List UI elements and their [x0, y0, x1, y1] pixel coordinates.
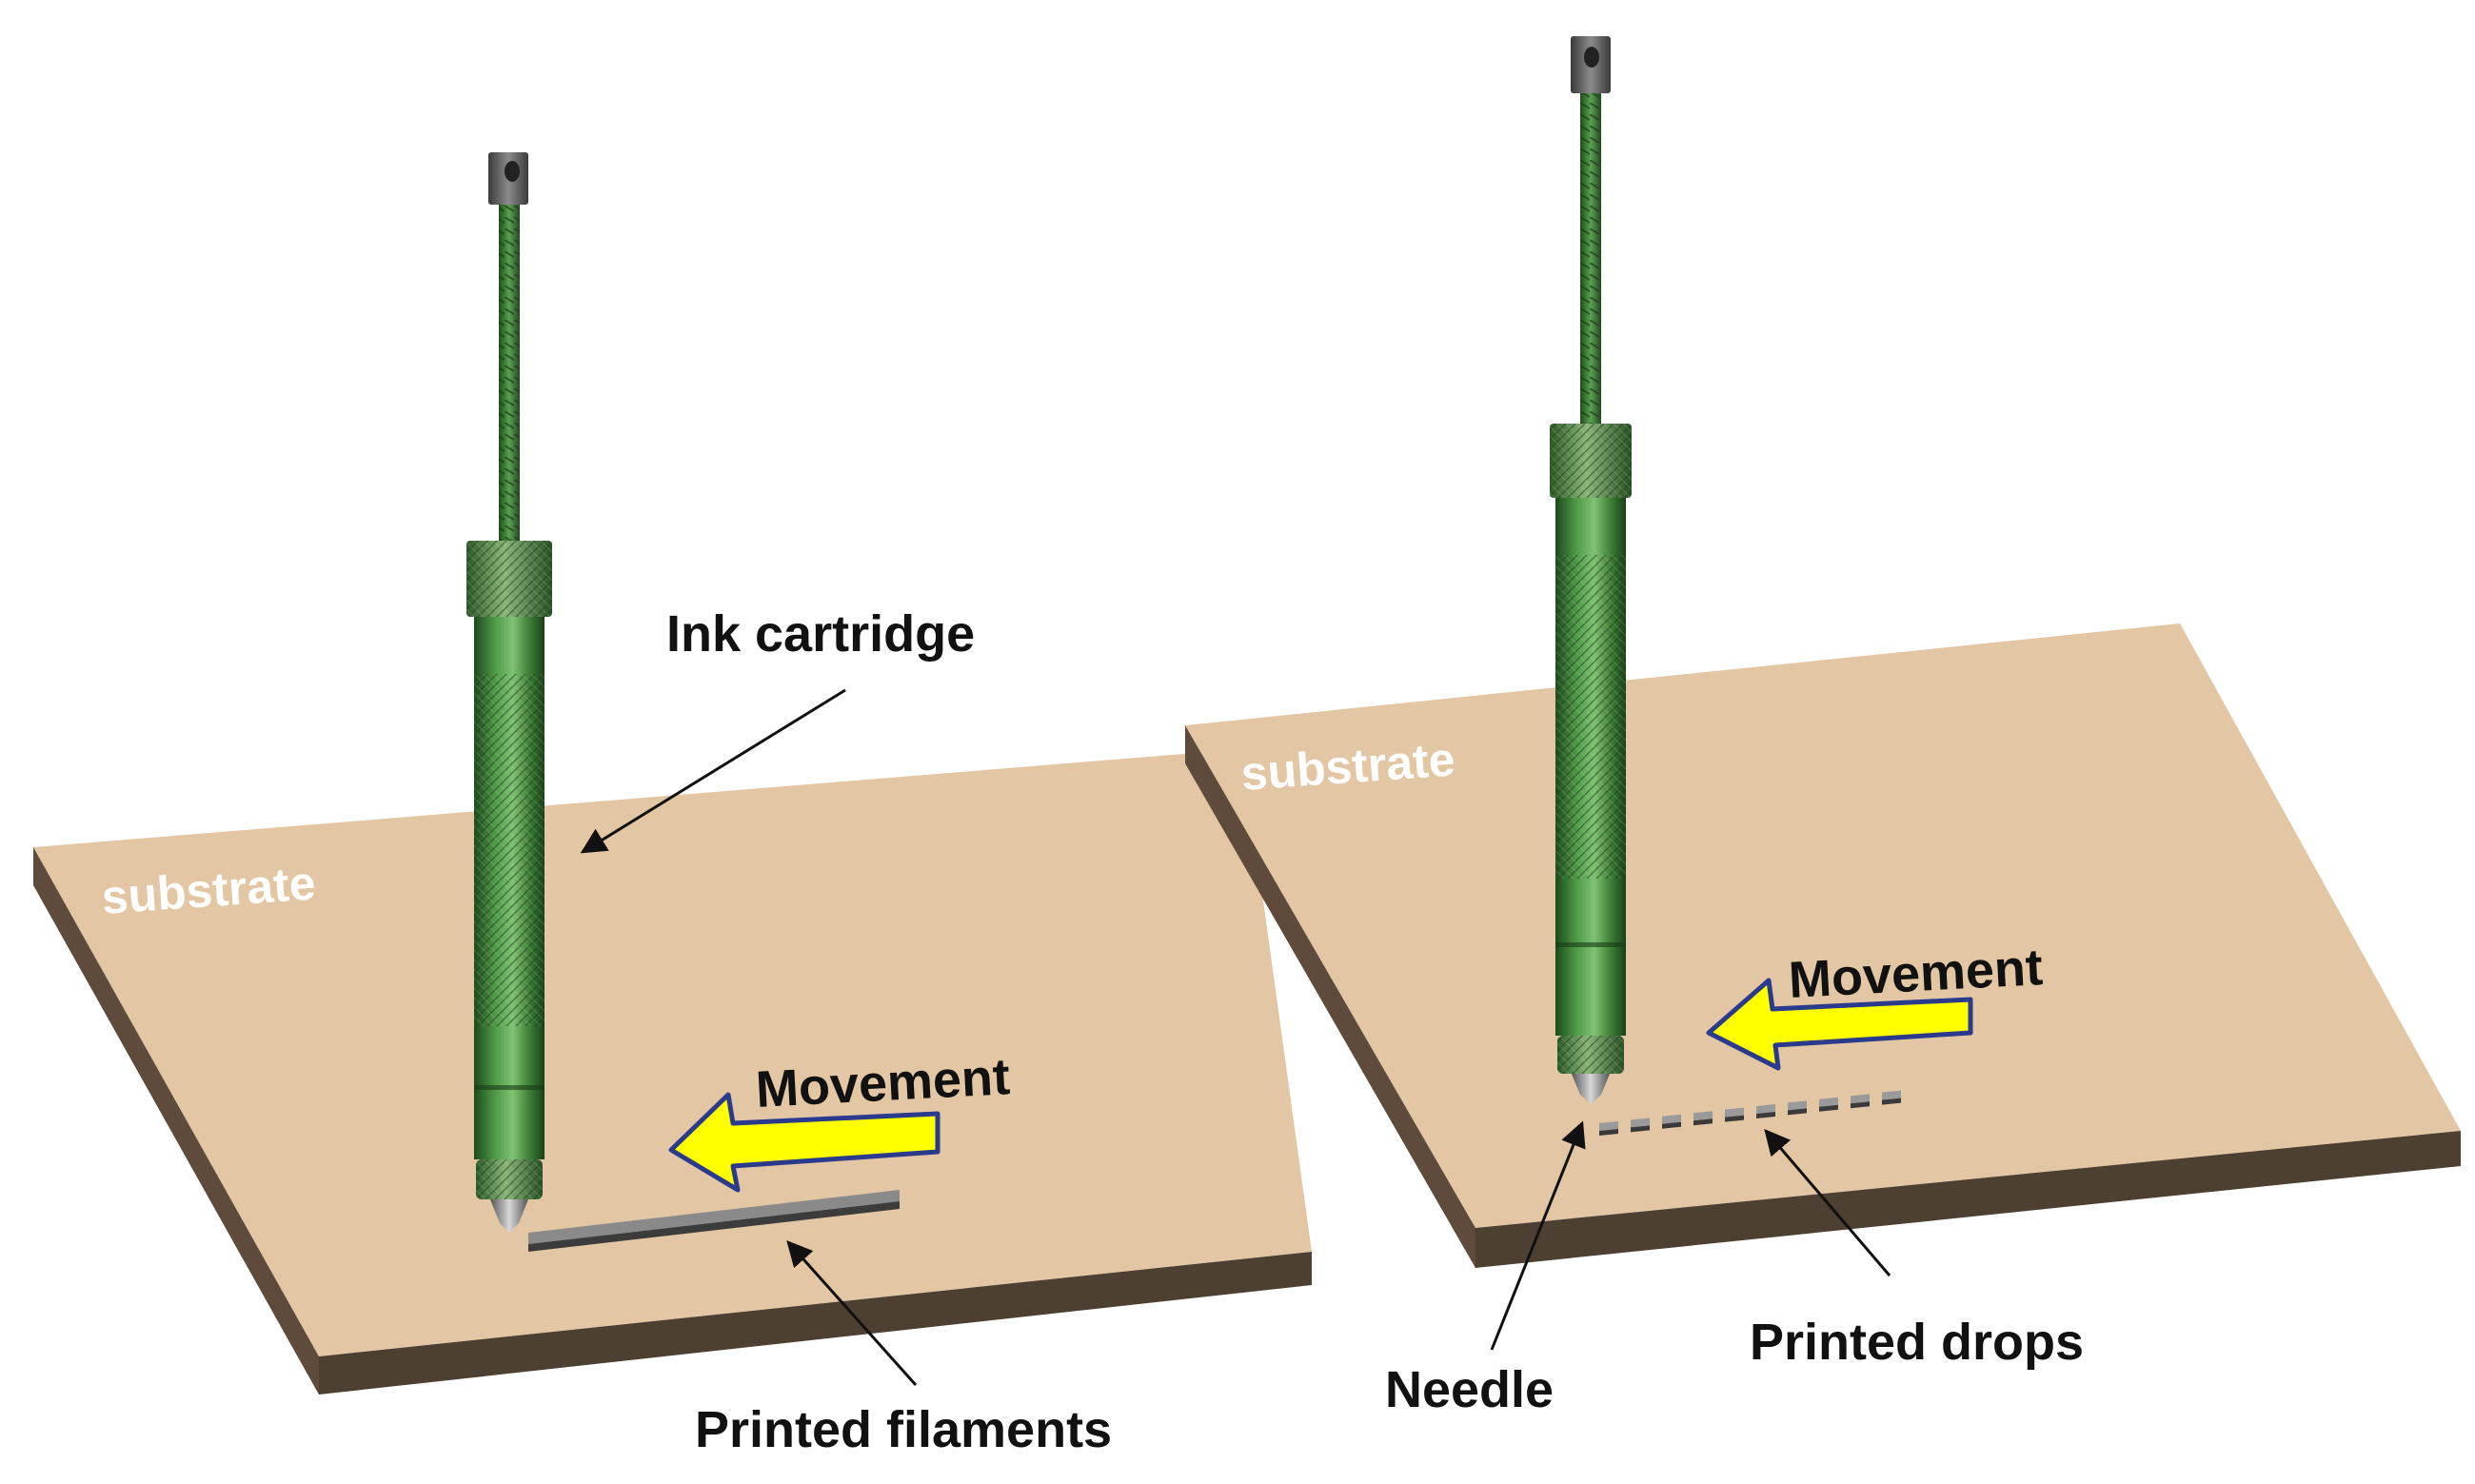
printed-drop-shadow	[1725, 1115, 1744, 1122]
printed-drops-label: Printed drops	[1750, 1314, 2084, 1371]
panel-filament: substrate Movement	[33, 152, 1312, 1458]
printed-drop	[1599, 1121, 1618, 1131]
printed-drop-shadow	[1599, 1129, 1618, 1136]
printed-drop-shadow	[1693, 1118, 1713, 1126]
printed-drop	[1693, 1111, 1713, 1121]
printed-drop-shadow	[1882, 1098, 1901, 1105]
printed-drop-shadow	[1631, 1125, 1650, 1133]
needle-tip-right	[1572, 1074, 1610, 1104]
ink-cartridge-right	[1550, 36, 1632, 1104]
printed-drop	[1819, 1097, 1838, 1107]
printed-drops	[1599, 1090, 1901, 1136]
printed-drop	[1788, 1100, 1807, 1111]
movement-arrow-right	[1706, 978, 1973, 1071]
printed-filaments-label: Printed filaments	[695, 1401, 1112, 1458]
printed-filaments-pointer	[786, 1239, 918, 1386]
printed-drop	[1662, 1114, 1681, 1124]
needle-label: Needle	[1385, 1361, 1554, 1418]
ink-cartridge-pointer	[580, 688, 846, 854]
printed-drop	[1756, 1104, 1775, 1114]
upper-body-right	[1555, 498, 1626, 555]
upper-body-left	[474, 617, 544, 674]
printed-drop-shadow	[1851, 1101, 1870, 1109]
panel-drops: substrate Movement Needle Pr	[1185, 36, 2461, 1418]
substrate-left	[33, 749, 1312, 1395]
printed-drop-shadow	[1756, 1112, 1775, 1118]
printed-drop-shadow	[1662, 1121, 1681, 1129]
lower-body-left	[474, 1026, 544, 1159]
printed-drop	[1851, 1094, 1870, 1104]
printed-drops-pointer	[1764, 1128, 1891, 1276]
ink-cartridge-label: Ink cartridge	[666, 605, 975, 663]
printed-drop	[1631, 1118, 1650, 1128]
printed-drop-shadow	[1819, 1104, 1838, 1112]
needle-pointer	[1490, 1120, 1586, 1351]
lower-body-right	[1555, 879, 1626, 1036]
substrate-right	[1185, 623, 2461, 1268]
movement-label-left: Movement	[754, 1048, 1011, 1118]
printed-filament	[528, 1190, 900, 1252]
movement-label-right: Movement	[1787, 939, 2044, 1009]
printed-drop-shadow	[1788, 1108, 1807, 1116]
top-hole-right	[1584, 47, 1599, 68]
printed-drop	[1882, 1090, 1901, 1100]
top-hole-left	[505, 161, 520, 182]
printed-drop	[1725, 1107, 1744, 1118]
ink-cartridge-left	[466, 152, 552, 1233]
movement-arrow-left	[668, 1092, 940, 1193]
